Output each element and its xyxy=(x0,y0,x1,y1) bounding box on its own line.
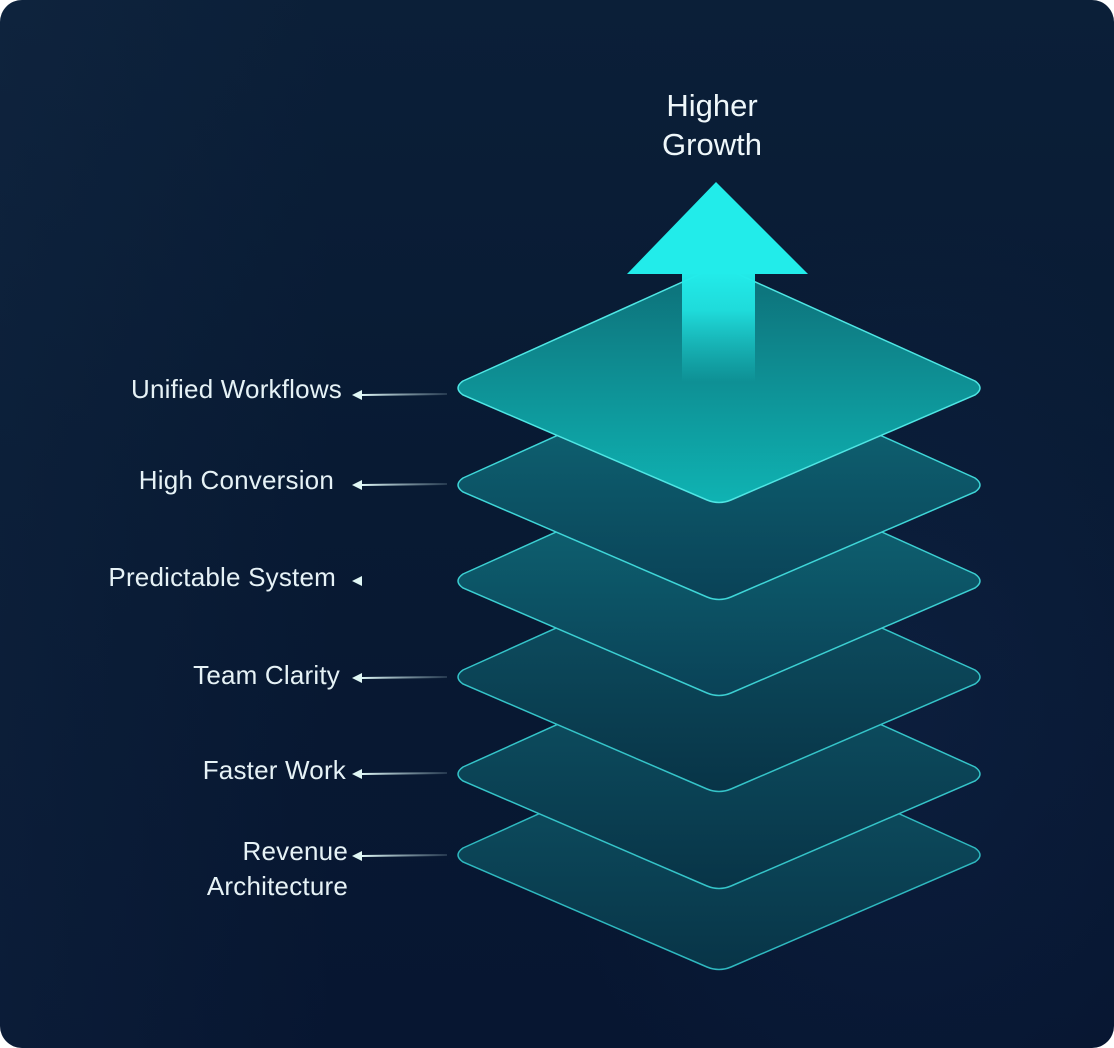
layer-label: Team Clarity xyxy=(193,660,340,690)
layer-label: High Conversion xyxy=(138,465,334,495)
label-unified-workflows: Unified Workflows xyxy=(0,372,342,412)
label-team-clarity: Team Clarity xyxy=(0,658,340,698)
label-faster-work: Faster Work xyxy=(0,753,346,793)
label-predictable-system: Predictable System xyxy=(0,560,336,600)
diagram-title: Higher Growth xyxy=(612,86,812,164)
left-arrow-icon xyxy=(352,576,447,586)
left-arrow-icon xyxy=(352,480,448,490)
layer-label: Unified Workflows xyxy=(131,374,342,404)
left-arrow-icon xyxy=(352,673,448,683)
title-line-1: Higher xyxy=(666,88,758,123)
left-arrow-icon xyxy=(352,851,448,861)
left-arrow-icon xyxy=(352,390,448,400)
left-arrow-icon xyxy=(352,769,448,779)
title-line-2: Growth xyxy=(662,127,762,162)
label-high-conversion: High Conversion xyxy=(0,463,334,503)
layer-label-line-2: Architecture xyxy=(206,871,348,901)
layer-label-line-1: Revenue xyxy=(242,836,348,866)
label-revenue-architecture: Revenue Architecture xyxy=(0,834,348,914)
layer-label: Predictable System xyxy=(108,562,336,592)
up-arrow-icon xyxy=(627,182,808,382)
layer-label: Faster Work xyxy=(202,755,346,785)
